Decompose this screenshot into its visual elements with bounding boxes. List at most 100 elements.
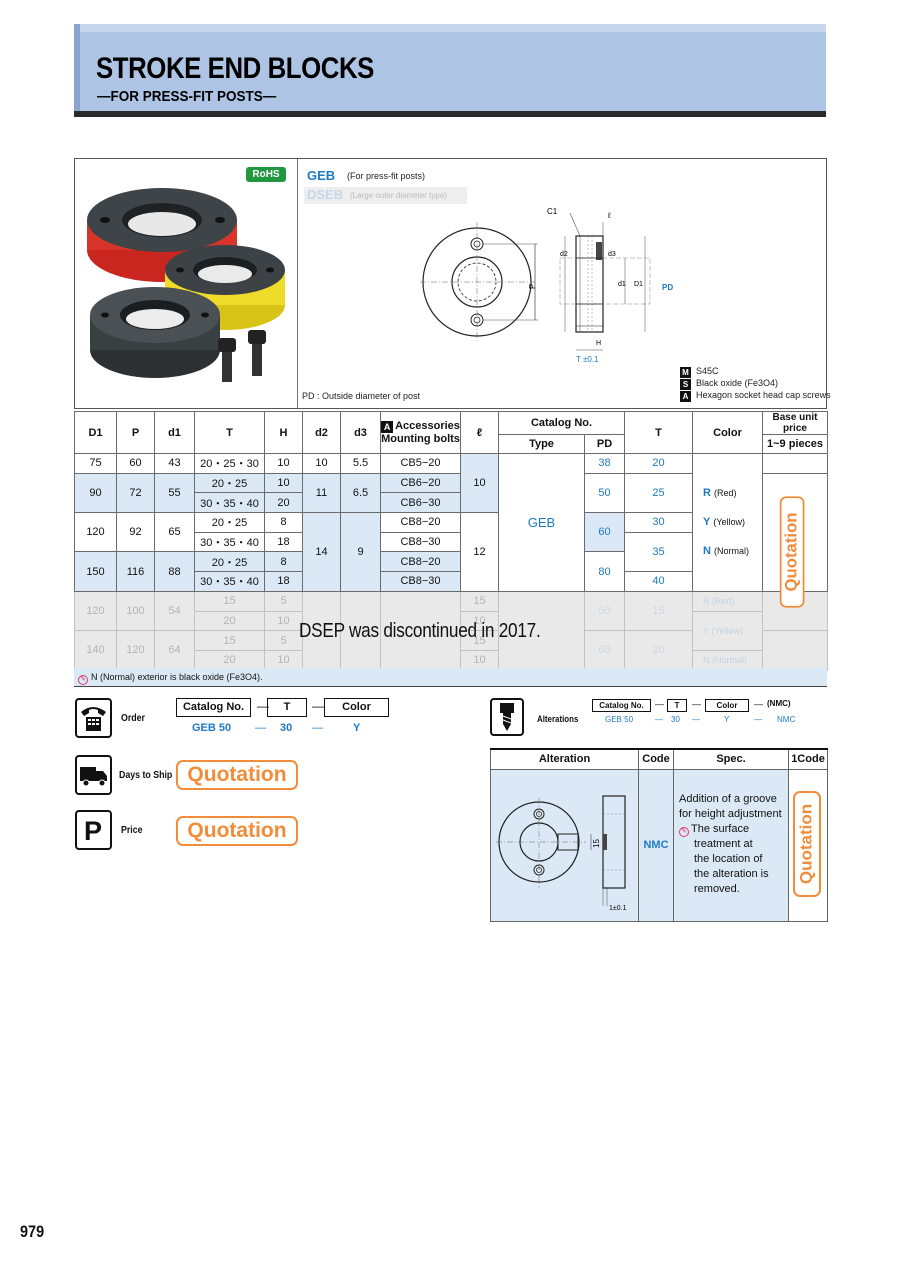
cell: CB8−20 xyxy=(380,551,461,573)
cell: 18 xyxy=(264,571,303,592)
alt-spec-cell: Addition of a groove for height adjustme… xyxy=(673,768,789,922)
panel-divider xyxy=(297,159,298,408)
header-rule xyxy=(74,111,826,117)
cell: 120 xyxy=(74,590,117,632)
cell: CB8−20 xyxy=(380,512,461,533)
discontinued-note: DSEP was discontinued in 2017. xyxy=(299,620,541,642)
cell: 15 xyxy=(460,630,499,651)
pd-note: PD : Outside diameter of post xyxy=(302,391,421,401)
surface-text: Black oxide (Fe3O4) xyxy=(696,378,779,388)
cell-pd: 80 xyxy=(584,551,625,592)
col-price-qty: 1~9 pieces xyxy=(762,434,828,454)
alt-dim-depth: 1±0.1 xyxy=(609,905,627,912)
alt-price-quotation-text: Quotation xyxy=(796,803,815,883)
cell: 10 xyxy=(460,649,499,671)
cell: 30・35・40 xyxy=(194,571,265,592)
cell-color: Y (Yellow) xyxy=(692,610,763,651)
cell-color: R (Red) xyxy=(692,590,763,612)
alt-example-t: 30 xyxy=(671,715,680,724)
dim-d1: d1 xyxy=(618,281,626,288)
cell: 10 xyxy=(264,453,303,474)
acc-line2: Mounting bolts xyxy=(381,432,460,445)
type-geb: GEB xyxy=(307,168,336,183)
footnote-text: N (Normal) exterior is black oxide (Fe3O… xyxy=(91,672,263,682)
cell: CB5−20 xyxy=(380,453,461,474)
dim-l: ℓ xyxy=(607,211,611,220)
order-example-color: Y xyxy=(353,722,361,734)
cell: 5.5 xyxy=(340,453,381,474)
cell-price-empty xyxy=(762,453,828,474)
alterations-label: Alterations xyxy=(537,714,579,724)
dim-d3: d3 xyxy=(608,251,616,258)
alt-example-dash: — xyxy=(655,715,663,724)
cell-pd: 50 xyxy=(584,590,625,632)
cell: 30・35・40 xyxy=(194,492,265,514)
page-subtitle: —FOR PRESS-FIT POSTS— xyxy=(97,88,277,105)
table-row-discontinued: 20 10 10 Y (Yellow) xyxy=(75,610,828,651)
alt-spec-line: for height adjustment xyxy=(679,807,782,820)
alt-field-t: T xyxy=(667,699,687,712)
type-geb-note: (For press-fit posts) xyxy=(347,171,426,181)
col-pd: PD xyxy=(584,434,625,454)
table-row: 150 116 88 20・25 8 CB8−20 80 xyxy=(74,551,828,592)
cell: 10 xyxy=(264,472,303,494)
dim-p: P xyxy=(528,284,537,289)
cell xyxy=(302,590,341,671)
cell: 88 xyxy=(154,551,195,592)
cell: 20・25 xyxy=(194,472,265,494)
cell: CB6−30 xyxy=(380,492,461,514)
svg-text:P: P xyxy=(84,816,102,846)
alt-spec-line: Addition of a groove xyxy=(679,792,777,805)
col-T: T xyxy=(194,411,265,454)
table-row: 30・35・40 18 CB8−30 35 xyxy=(75,531,828,573)
cell-pd: 60 xyxy=(584,512,625,553)
accessory-key: A xyxy=(680,391,691,402)
col-d3: d3 xyxy=(340,411,381,454)
col-P: P xyxy=(116,411,155,454)
col-d2: d2 xyxy=(302,411,341,454)
dim-D1: D1 xyxy=(634,281,643,288)
cell: 8 xyxy=(264,512,303,533)
cell: 15 xyxy=(194,590,265,612)
cell-pd: 60 xyxy=(584,630,625,671)
color-name: (Normal) xyxy=(713,545,749,556)
color-code: R xyxy=(703,486,711,499)
cell: 140 xyxy=(74,630,117,671)
cell: 20・25 xyxy=(194,512,265,533)
color-name: (Red) xyxy=(713,487,737,498)
cell: 150 xyxy=(74,551,117,592)
alt-spec-line: treatment at xyxy=(694,837,753,850)
header-band xyxy=(74,24,826,116)
table-row: 120 92 65 20・25 8 14 9 CB8−20 12 60 30 xyxy=(74,512,828,592)
truck-icon xyxy=(75,755,112,795)
cell: 20 xyxy=(264,492,303,514)
cell: 15 xyxy=(194,630,265,651)
alt-example-dash: — xyxy=(692,715,700,724)
type-dseb: DSEB xyxy=(307,187,344,202)
col-color: Color xyxy=(692,411,763,454)
page-title: STROKE END BLOCKS xyxy=(96,52,374,85)
cell-t: 20 xyxy=(624,453,693,474)
order-dash: — xyxy=(257,699,269,713)
cell-l-10: 10 xyxy=(460,452,499,514)
cell: 92 xyxy=(116,512,155,553)
cell-type-geb: GEB xyxy=(498,453,585,592)
alt-example-catalog: GEB 50 xyxy=(605,715,634,724)
product-photo xyxy=(87,188,285,382)
cell: 10 xyxy=(264,610,303,632)
order-dash: — xyxy=(312,699,324,713)
cell-colors: R(Red) Y(Yellow) N(Normal) xyxy=(692,453,763,592)
alt-spec-line: the location of xyxy=(694,852,763,865)
cell: 11 xyxy=(302,472,341,514)
dim-c1: C1 xyxy=(547,207,558,216)
cell: 20・25 xyxy=(194,551,265,573)
col-d1: d1 xyxy=(154,411,195,454)
col-price: Base unit price xyxy=(762,411,828,435)
cell: 18 xyxy=(264,531,303,553)
cell: 10 xyxy=(302,453,341,474)
color-code: Y xyxy=(703,515,711,528)
